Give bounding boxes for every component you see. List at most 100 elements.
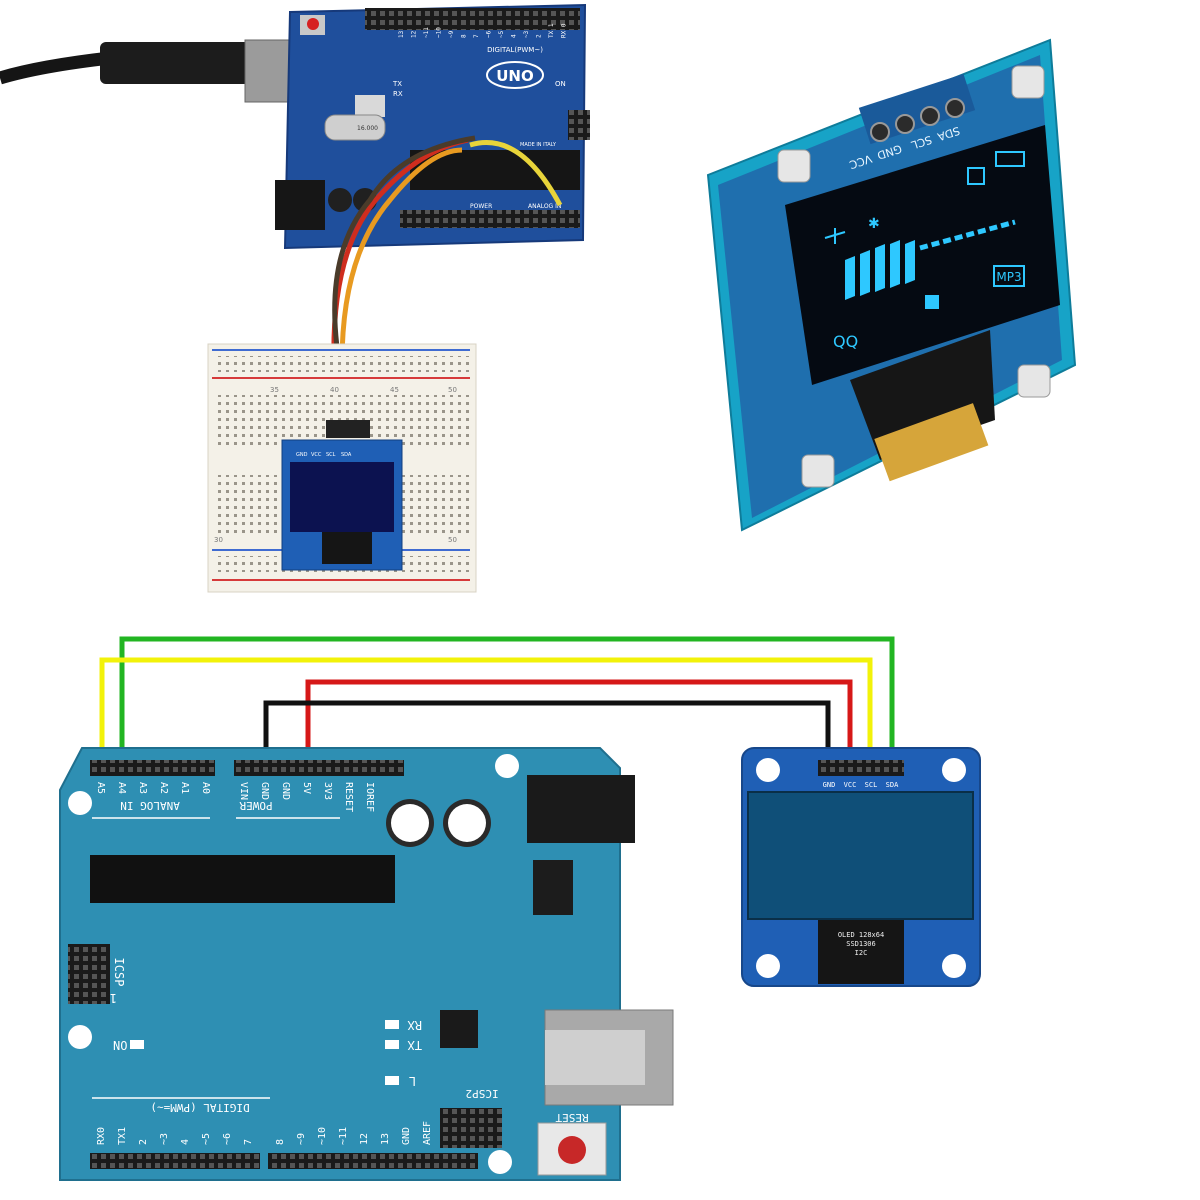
wire-sda-green <box>119 636 895 768</box>
digital-pin-4-4: 4 <box>180 1139 191 1145</box>
photo-digital-pin-4-9: 4 <box>511 34 518 38</box>
crystal-label: 16.000 <box>357 125 378 132</box>
bb-col-40: 40 <box>330 386 339 394</box>
photo-small-oled-module: GND VCC SCL SDA <box>281 420 403 571</box>
digital-pin-rx0-0: RX0 <box>96 1127 107 1145</box>
l-led-label: L <box>409 1074 416 1088</box>
power-pin-3v3-4: 3V3 <box>322 782 333 800</box>
oled-mp3-badge: MP3 <box>996 270 1021 284</box>
on-led-label: ON <box>555 80 566 88</box>
schematic-wires <box>99 636 895 768</box>
digital-pin-gnd-6: GND <box>401 1127 412 1145</box>
photo-digital-pin-7-6: 7 <box>473 34 480 38</box>
photo-digital-pin-3-10: ~3 <box>523 30 530 38</box>
photo-digital-pin-10-3: ~10 <box>436 27 443 38</box>
bb-col-35: 35 <box>270 386 279 394</box>
analog-pin-a3-2: A3 <box>137 782 148 794</box>
schematic-oled-module: GND VCC SCL SDA OLED 128x64 SSD1306 I2C <box>741 747 981 987</box>
digital-pin-11-3: ~11 <box>338 1127 349 1145</box>
small-pin-gnd: GND <box>296 452 308 458</box>
analog-in-header: ANALOG IN <box>120 799 180 812</box>
digital-pin-8-0: 8 <box>275 1139 286 1145</box>
photo-jumper-wires <box>331 135 563 421</box>
photo-digital-pin-6-7: ~6 <box>486 30 493 38</box>
oled-chip-line1: OLED 128x64 <box>838 931 884 939</box>
photo-digital-pin-12-1: 12 <box>411 30 418 38</box>
wire-gnd-black <box>263 700 831 768</box>
svg-text:✱: ✱ <box>868 216 880 232</box>
digital-pin-9-1: ~9 <box>296 1133 307 1145</box>
photo-digital-pin-9-4: ~9 <box>448 30 455 38</box>
wire-scl-yellow <box>99 657 873 768</box>
uno-logo: UNO <box>496 67 534 85</box>
analog-header-label: ANALOG IN <box>528 203 561 210</box>
photo-digital-pin-tx1-12: TX 1 <box>548 23 555 38</box>
digital-pin-13-5: 13 <box>380 1133 391 1145</box>
small-pin-scl: SCL <box>326 452 336 458</box>
analog-pin-labels: A5 A4 A3 A2 A1 A0 <box>95 782 211 794</box>
oled-pin-gnd-0: GND <box>823 781 836 789</box>
digital-header: DIGITAL (PWM=~) <box>150 1101 249 1114</box>
digital-pin-aref-7: AREF <box>422 1121 433 1145</box>
power-header: POWER <box>239 799 272 812</box>
wire-vcc-red <box>305 679 853 768</box>
digital-pin-12-4: 12 <box>359 1133 370 1145</box>
usb-cable <box>0 39 331 103</box>
reset-label: RESET <box>555 1111 588 1124</box>
digital-high-pin-labels: 8 ~9 ~10 ~11 12 13 GND AREF <box>275 1121 433 1145</box>
photo-digital-pin-8-5: 8 <box>461 34 468 38</box>
small-pin-sda: SDA <box>341 452 352 458</box>
icsp2-label: ICSP2 <box>465 1087 498 1100</box>
photo-digital-pin-5-8: ~5 <box>498 30 505 38</box>
photo-digital-pin-2-11: 2 <box>536 34 543 38</box>
digital-pin-7-7: 7 <box>243 1139 254 1145</box>
analog-pin-a1-4: A1 <box>179 782 190 794</box>
photo-digital-pin-rx0-13: RX 0 <box>561 23 568 38</box>
digital-pin-10-2: ~10 <box>317 1127 328 1145</box>
power-pin-gnd-2: GND <box>280 782 291 800</box>
photo-digital-pin-labels: 13 12 ~11 ~10 ~9 8 7 ~6 ~5 4 ~3 2 TX 1 RX 0 <box>398 23 568 38</box>
photo-arduino-board: UNO DIGITAL(PWM~) ON TX RX 16.000 ANALOG… <box>275 3 590 250</box>
oled-pin-vcc-1: VCC <box>844 781 857 789</box>
rx-led-label: RX <box>407 1018 422 1032</box>
icsp-label: ICSP <box>112 958 126 987</box>
oled-chip-line3: I2C <box>855 949 868 957</box>
small-pin-vcc: VCC <box>311 452 322 458</box>
icsp-pin1-label: 1 <box>110 991 117 1005</box>
power-header-label: POWER <box>470 203 492 210</box>
bb-col-30: 30 <box>214 536 223 544</box>
analog-pin-a0-5: A0 <box>200 782 211 794</box>
power-pin-ioref-6: IOREF <box>364 782 375 812</box>
digital-pin-tx1-1: TX1 <box>117 1127 128 1145</box>
on-led-label: ON <box>113 1038 127 1052</box>
photo-oled-module: ✱ MP3 QQ VCC GND SCL SDA <box>706 38 1077 532</box>
analog-pin-a5-0: A5 <box>95 782 106 794</box>
photo-digital-pin-13-0: 13 <box>398 30 405 38</box>
oled-qq-text: QQ <box>833 332 858 351</box>
digital-pin-5-5: ~5 <box>201 1133 212 1145</box>
digital-header-label: DIGITAL(PWM~) <box>487 46 543 54</box>
tx-led-label: TX <box>407 1038 422 1052</box>
rx-led-label: RX <box>393 90 403 98</box>
bb-col-45: 45 <box>390 386 399 394</box>
analog-pin-a4-1: A4 <box>116 782 127 794</box>
power-pin-reset-5: RESET <box>343 782 354 812</box>
digital-low-pin-labels: RX0 TX1 2 ~3 4 ~5 ~6 7 <box>96 1127 254 1145</box>
oled-chip-line2: SSD1306 <box>846 940 876 948</box>
photo-pin-scl: SCL <box>909 133 934 152</box>
oled-pin-sda-3: SDA <box>886 781 899 789</box>
power-pin-vin-0: VIN <box>238 782 249 800</box>
photo-digital-pin-11-2: ~11 <box>423 27 430 38</box>
digital-pin-6-6: ~6 <box>222 1133 233 1145</box>
digital-pin-3-3: ~3 <box>159 1133 170 1145</box>
oled-pin-labels: GND VCC SCL SDA <box>823 781 899 789</box>
made-in-label: MADE IN ITALY <box>520 142 557 148</box>
oled-pin-scl-2: SCL <box>865 781 878 789</box>
tx-led-label: TX <box>392 80 402 88</box>
power-pin-5v-3: 5V <box>301 782 312 794</box>
digital-pin-2-2: 2 <box>138 1139 149 1145</box>
analog-pin-a2-3: A2 <box>158 782 169 794</box>
oled-photo-screen-graphics: ✱ MP3 QQ <box>824 151 1025 351</box>
bb-col-50: 50 <box>448 386 457 394</box>
